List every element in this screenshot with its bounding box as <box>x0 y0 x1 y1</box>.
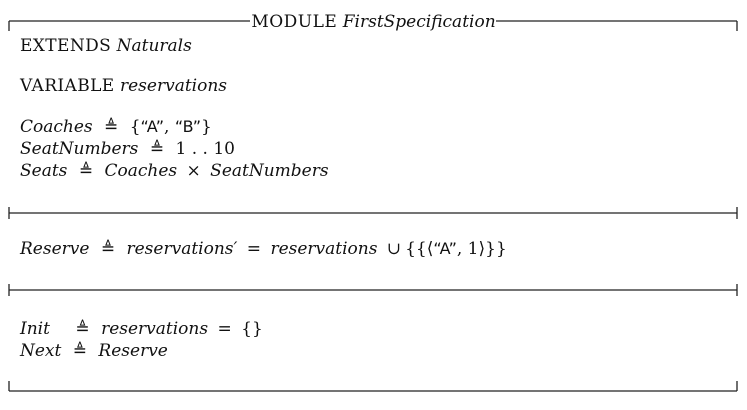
coaches-definition: Coaches ≜ {“A”, “B”} <box>20 116 212 138</box>
reserve-coach: “A” <box>433 239 457 258</box>
reserve-defeq: ≜ <box>100 239 116 259</box>
reserve-eq: = <box>246 239 262 259</box>
init-lhs: reservations <box>101 319 209 339</box>
seats-right-operand: SeatNumbers <box>210 161 329 181</box>
seatnumbers-definition: SeatNumbers ≜ 1 . . 10 <box>20 138 235 160</box>
module-name: FirstSpecification <box>342 12 496 32</box>
seatnumbers-value: 1 . . 10 <box>175 139 235 159</box>
coaches-value-b: “B” <box>174 117 202 136</box>
seats-left-operand: Coaches <box>104 161 178 181</box>
seatnumbers-name: SeatNumbers <box>20 139 139 159</box>
extends-module: Naturals <box>116 36 192 56</box>
next-defeq: ≜ <box>72 341 88 361</box>
coaches-value-a: “A” <box>140 117 165 136</box>
variable-line: VARIABLE reservations <box>20 75 227 97</box>
reserve-rhs: reservations <box>270 239 378 259</box>
reserve-seat: 1 <box>467 239 479 259</box>
next-name: Next <box>20 341 62 361</box>
module-keyword: MODULE <box>251 12 338 32</box>
extends-keyword: EXTENDS <box>20 36 112 56</box>
init-name: Init <box>20 319 50 339</box>
reserve-union: ∪ <box>386 239 402 259</box>
coaches-comma: , <box>164 117 170 137</box>
init-definition: Init ≜ reservations = {} <box>20 318 263 340</box>
coaches-close-brace: } <box>201 117 212 137</box>
reserve-name: Reserve <box>20 239 90 259</box>
seats-definition: Seats ≜ Coaches × SeatNumbers <box>20 160 329 182</box>
seats-name: Seats <box>20 161 68 181</box>
init-value: {} <box>241 319 263 339</box>
seatnumbers-defeq: ≜ <box>149 139 165 159</box>
coaches-name: Coaches <box>20 117 93 137</box>
reserve-comma: , <box>456 239 463 259</box>
seats-defeq: ≜ <box>78 161 94 181</box>
seats-times-operator: × <box>186 161 201 181</box>
coaches-defeq: ≜ <box>104 117 119 137</box>
variable-name: reservations <box>120 76 228 96</box>
reserve-close: ⟩}} <box>478 239 507 259</box>
extends-line: EXTENDS Naturals <box>20 35 192 57</box>
init-eq: = <box>217 319 232 339</box>
reserve-open: {{⟨ <box>405 239 434 259</box>
reserve-lhs: reservations′ <box>126 239 238 259</box>
coaches-open-brace: { <box>129 117 141 137</box>
next-value: Reserve <box>98 341 168 361</box>
init-defeq: ≜ <box>75 319 90 339</box>
variable-keyword: VARIABLE <box>20 76 115 96</box>
module-header: MODULE FirstSpecification <box>0 10 747 34</box>
reserve-definition: Reserve ≜ reservations′ = reservations ∪… <box>20 238 507 260</box>
next-definition: Next ≜ Reserve <box>20 340 168 362</box>
